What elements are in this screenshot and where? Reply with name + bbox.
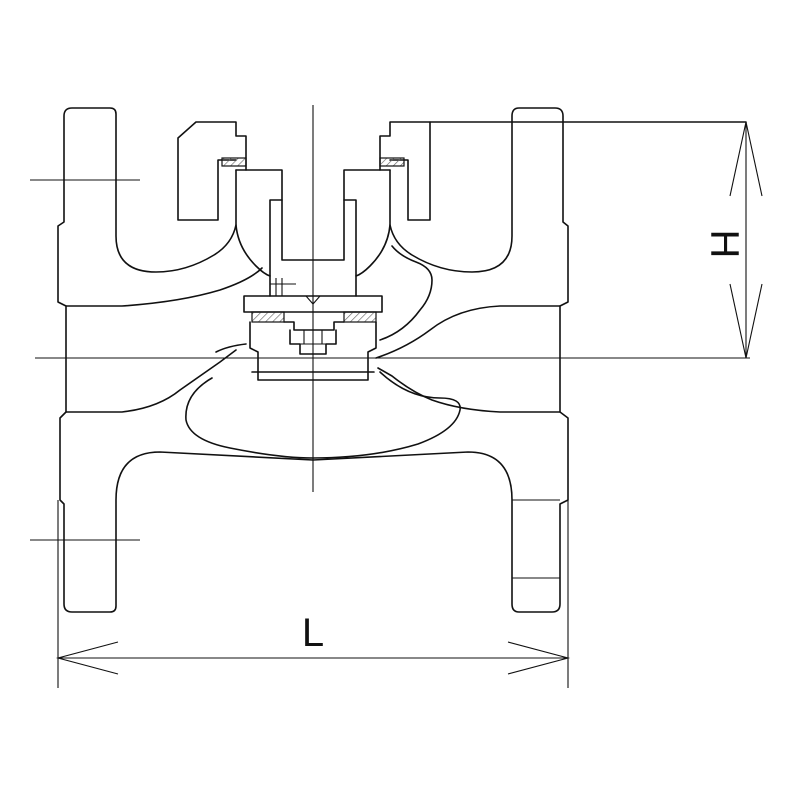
left-gasket bbox=[221, 157, 247, 167]
height-arrow-bottom bbox=[729, 283, 763, 359]
disc-seal-left bbox=[251, 311, 285, 323]
length-dimension: L bbox=[55, 500, 571, 688]
right-flange-notch bbox=[512, 499, 560, 579]
valve-body bbox=[57, 107, 569, 613]
cavity-bottom bbox=[185, 371, 461, 459]
height-label: H bbox=[702, 230, 746, 259]
length-arrow-right bbox=[507, 641, 571, 675]
guide-detail bbox=[270, 278, 296, 296]
bore-right bbox=[375, 305, 561, 413]
disc-assembly bbox=[243, 295, 383, 381]
length-arrow-left bbox=[55, 641, 119, 675]
disc-nut bbox=[300, 330, 326, 345]
cavity-upper-right bbox=[379, 245, 433, 341]
bore-left bbox=[65, 267, 263, 413]
disc-body bbox=[249, 321, 377, 381]
guide-right bbox=[343, 169, 381, 297]
bonnet-right bbox=[379, 121, 431, 221]
disc-plate bbox=[243, 295, 383, 313]
guide-inner bbox=[281, 199, 345, 261]
height-dimension: H bbox=[560, 121, 763, 359]
left-flange-outline bbox=[57, 107, 314, 613]
height-arrow-top bbox=[729, 121, 763, 197]
bonnet-lower-left bbox=[235, 224, 271, 277]
length-label: L bbox=[302, 611, 324, 655]
bonnet bbox=[177, 121, 747, 297]
disc-tip bbox=[305, 295, 321, 305]
center-lines bbox=[30, 105, 580, 541]
bonnet-lower-right bbox=[355, 224, 391, 277]
right-gasket bbox=[379, 157, 405, 167]
disc-hub bbox=[283, 321, 345, 355]
disc-seal-right bbox=[343, 311, 377, 323]
guide-left bbox=[245, 169, 283, 297]
cavity-upper-left bbox=[215, 343, 247, 353]
right-flange-outline bbox=[312, 107, 569, 613]
